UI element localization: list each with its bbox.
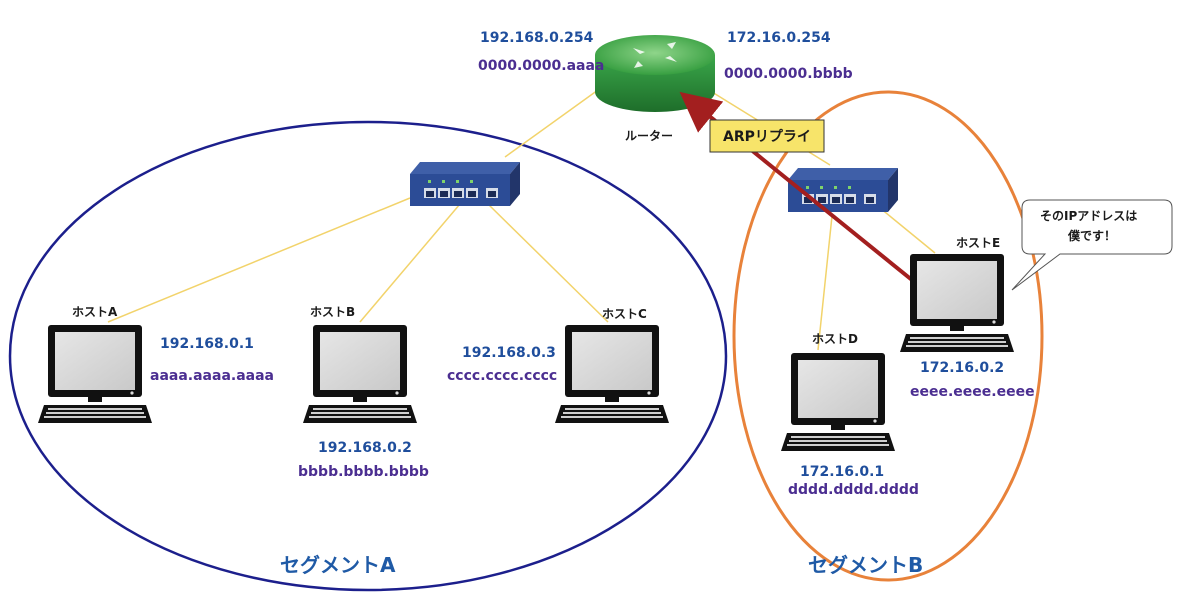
host-b-ip: 192.168.0.2	[318, 440, 412, 456]
segment-b-boundary	[732, 90, 1044, 582]
router-label: ルーター	[625, 129, 673, 143]
host-c-name: ホストC	[602, 307, 647, 321]
router-left-mac: 0000.0000.aaaa	[478, 58, 604, 74]
host-c-computer-icon	[555, 325, 669, 423]
host-e-mac: eeee.eeee.eeee	[910, 384, 1035, 400]
host-d-ip: 172.16.0.1	[800, 464, 884, 480]
host-a-mac: aaaa.aaaa.aaaa	[150, 368, 274, 384]
host-a-ip: 192.168.0.1	[160, 336, 254, 352]
host-c-mac: cccc.cccc.cccc	[447, 368, 557, 384]
host-b-computer-icon	[303, 325, 417, 423]
speech-bubble-line2: 僕です！	[1067, 228, 1116, 243]
host-b-name: ホストB	[310, 305, 355, 319]
host-b-mac: bbbb.bbbb.bbbb	[298, 464, 429, 480]
segment-b-label: セグメントB	[808, 553, 923, 577]
host-a-computer-icon	[38, 325, 152, 423]
host-d-computer-icon	[781, 353, 895, 451]
switch-segment-a-icon	[410, 162, 520, 206]
router-icon	[595, 35, 715, 112]
host-e-computer-icon	[900, 254, 1014, 352]
arp-reply-label: ARPリプライ	[723, 129, 811, 145]
host-d-name: ホストD	[812, 332, 858, 346]
segment-a-label: セグメントA	[280, 553, 396, 577]
segment-a-boundary	[8, 120, 728, 592]
host-a-name: ホストA	[72, 305, 118, 319]
router-left-ip: 192.168.0.254	[480, 30, 594, 46]
arp-reply-label-box: ARPリプライ	[709, 119, 825, 153]
host-e-name: ホストE	[956, 236, 1000, 250]
host-e-ip: 172.16.0.2	[920, 360, 1004, 376]
speech-bubble: そのIPアドレスは 僕です！	[1011, 199, 1173, 291]
router-right-mac: 0000.0000.bbbb	[724, 66, 853, 82]
host-c-ip: 192.168.0.3	[462, 345, 556, 361]
router-right-ip: 172.16.0.254	[727, 30, 831, 46]
speech-bubble-line1: そのIPアドレスは	[1040, 209, 1137, 223]
switch-segment-b-icon	[788, 168, 898, 212]
host-d-mac: dddd.dddd.dddd	[788, 482, 919, 498]
